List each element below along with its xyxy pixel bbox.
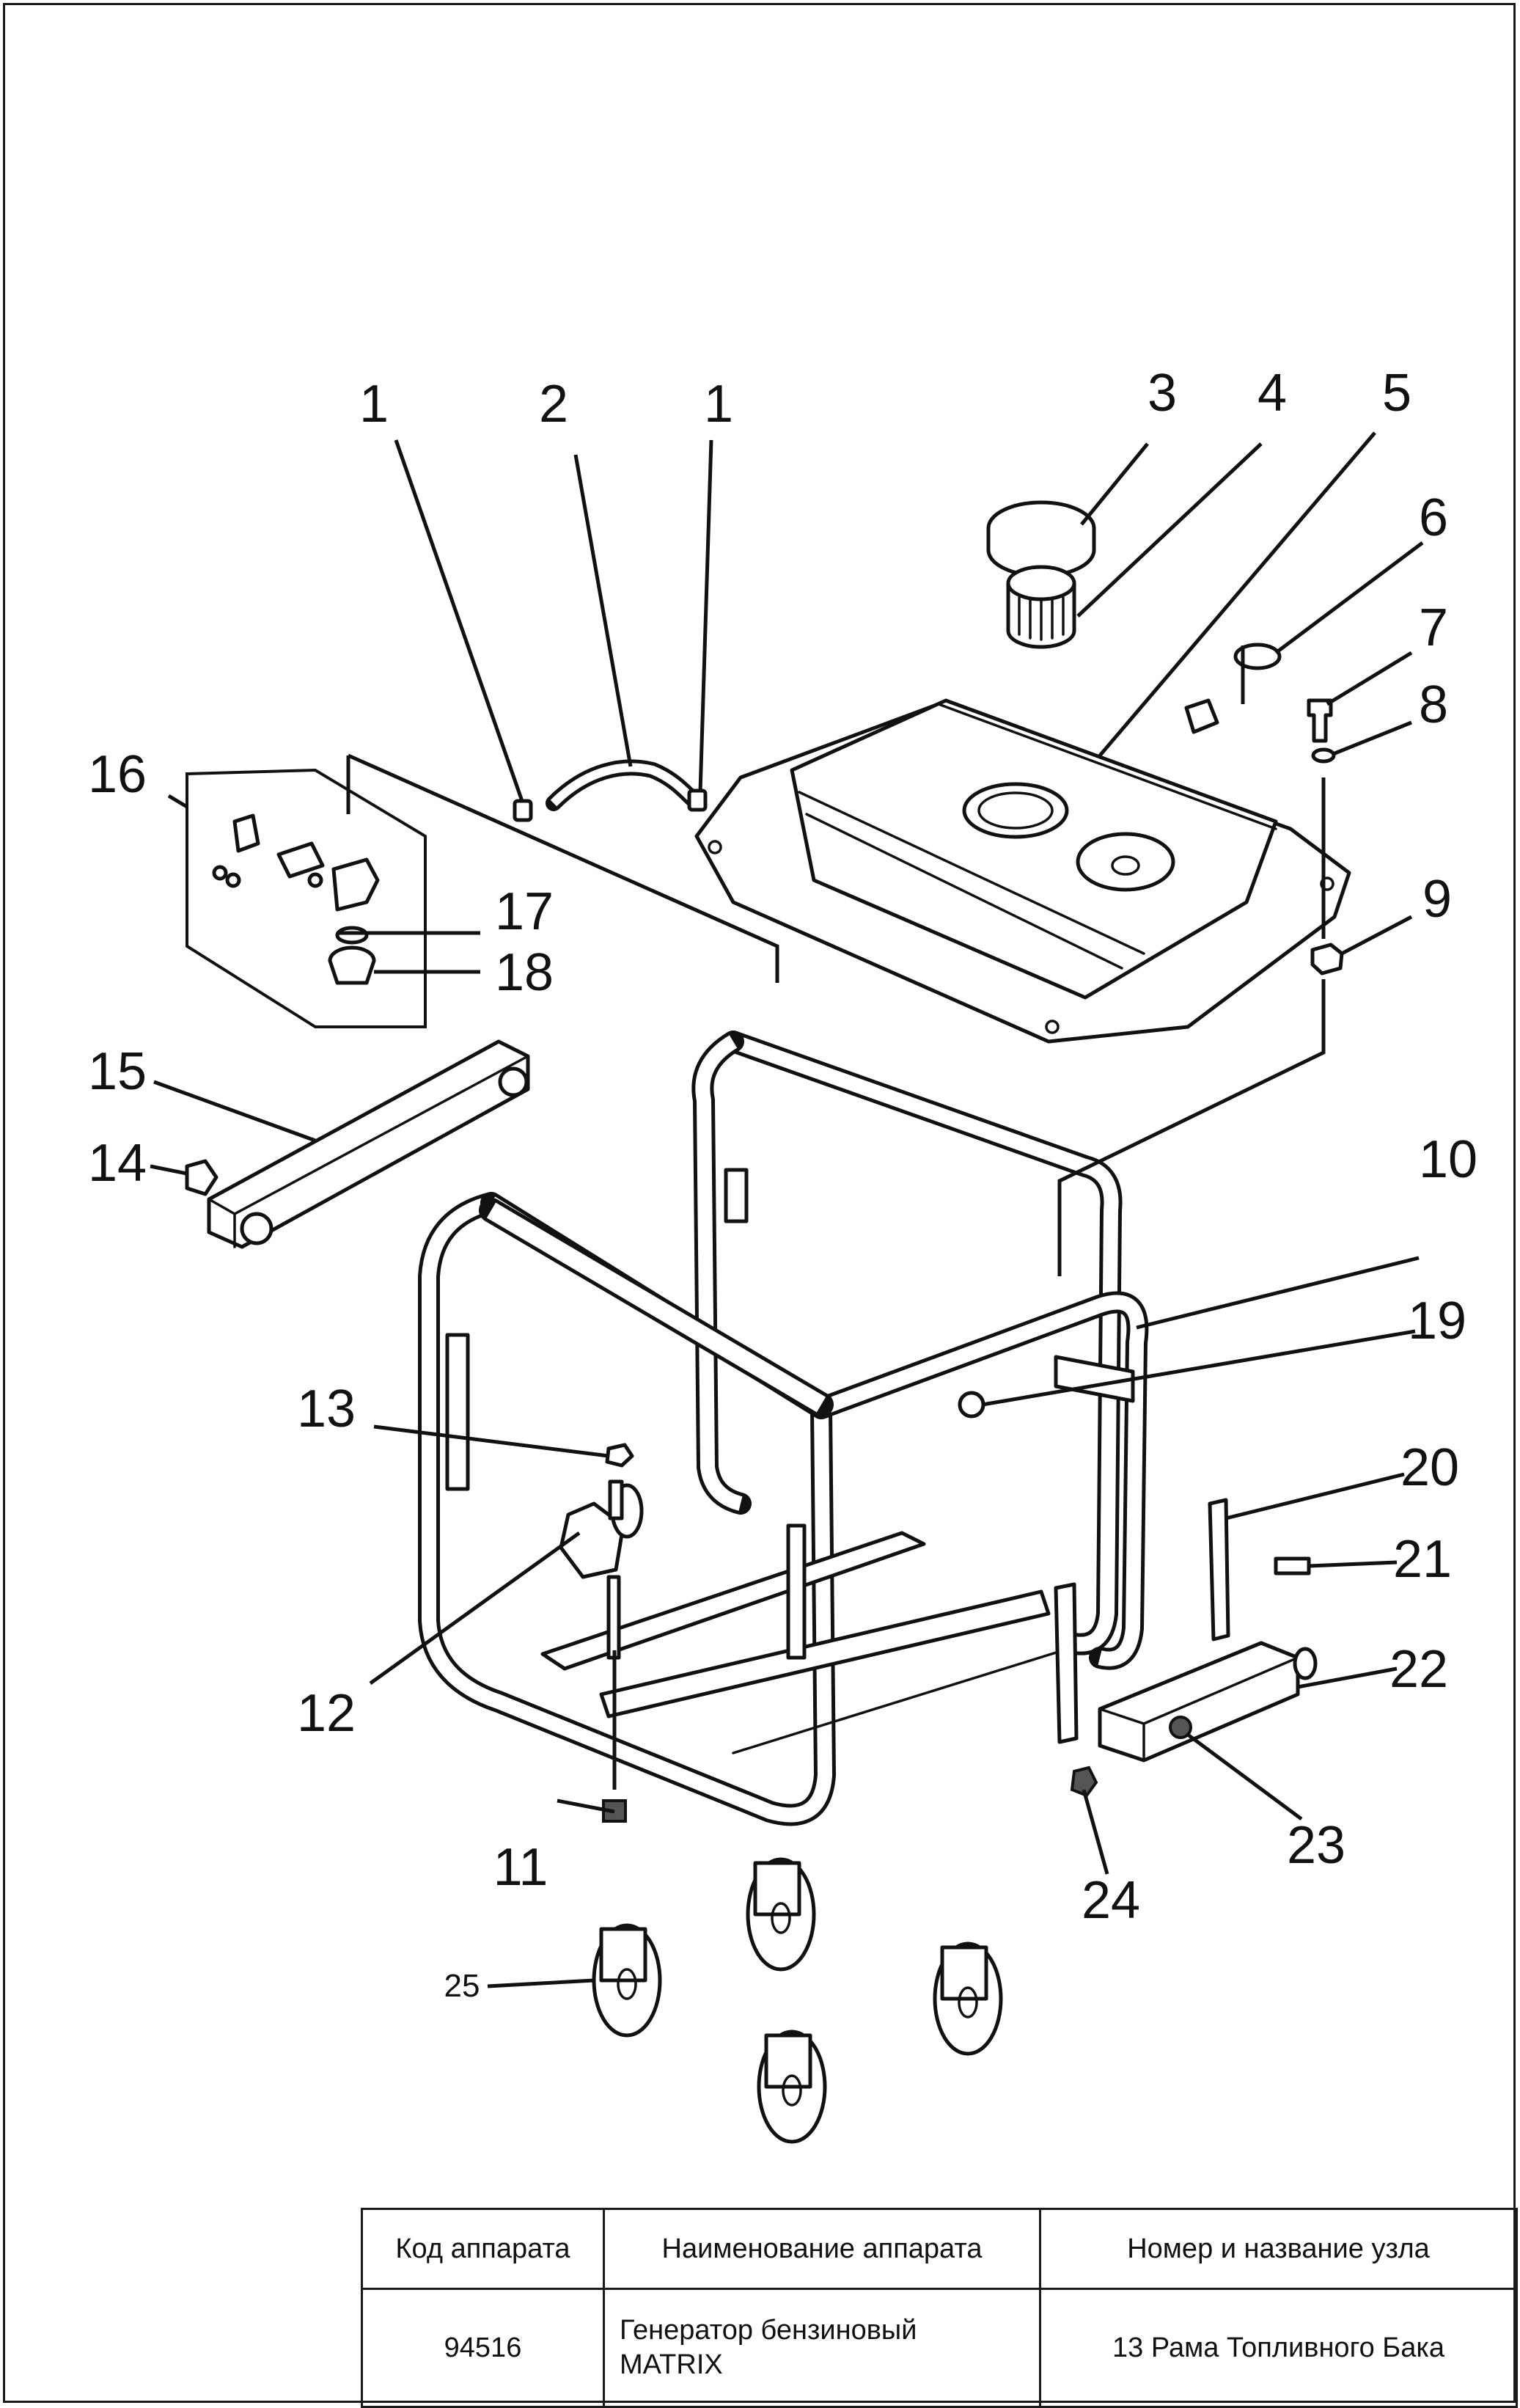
wheel-2 [592, 1923, 662, 2038]
fuel-cap [986, 500, 1096, 578]
callout-6: 6 [1419, 488, 1448, 547]
wheel-3 [933, 1942, 1003, 2056]
cross-bar [207, 1039, 530, 1249]
tank-washer [1311, 747, 1336, 764]
callout-25: 25 [444, 1968, 480, 2004]
fuel-valve-group [186, 768, 427, 1028]
assembly-line-tank-bolt [1057, 777, 1326, 1276]
wheel-4 [757, 2030, 827, 2144]
device-name-line2: MATRIX [620, 2349, 723, 2380]
callout-17: 17 [495, 882, 554, 941]
fuel-tank [694, 698, 1351, 1044]
main-frame [418, 1031, 1149, 1826]
callout-10: 10 [1419, 1130, 1477, 1189]
callout-7: 7 [1419, 599, 1448, 657]
callout-20: 20 [1400, 1438, 1459, 1497]
callout-5: 5 [1382, 364, 1411, 422]
header-device-code: Код аппарата [361, 2208, 605, 2290]
callout-16: 16 [88, 745, 147, 804]
tank-nut [1310, 943, 1344, 976]
exploded-parts-diagram: 1 2 1 3 4 5 6 7 8 9 10 11 12 13 14 15 16… [88, 364, 1477, 2144]
info-table-header-row: Код аппарата Наименование аппарата Номер… [361, 2208, 1518, 2290]
frame-bracket-left [445, 1333, 470, 1491]
crossbar-bolt [185, 1159, 219, 1196]
assembly-line-valve [346, 753, 779, 983]
callout-3: 3 [1148, 364, 1177, 422]
fuel-hose [546, 759, 701, 811]
callout-19: 19 [1408, 1292, 1466, 1350]
wheel-1 [746, 1857, 816, 1972]
hose-clamp-right [687, 788, 708, 812]
battery-bolt [1274, 1556, 1311, 1576]
mount-nut [605, 1443, 634, 1468]
node-name: 13 Рама Топливного Бака [1039, 2288, 1518, 2408]
info-table-value-row: 94516 Генератор бензиновый MATRIX 13 Рам… [361, 2288, 1518, 2408]
callout-4: 4 [1258, 364, 1287, 422]
callout-18: 18 [495, 943, 554, 1002]
device-code: 94516 [361, 2288, 605, 2408]
callout-leaders [150, 431, 1424, 1988]
callout-15: 15 [88, 1042, 147, 1101]
callout-22: 22 [1389, 1640, 1448, 1699]
info-table: Код аппарата Наименование аппарата Номер… [361, 2208, 1518, 2408]
callout-14: 14 [88, 1134, 147, 1193]
callout-21: 21 [1393, 1530, 1452, 1589]
callout-12: 12 [297, 1684, 356, 1743]
callout-8: 8 [1419, 676, 1448, 734]
header-device-name: Наименование аппарата [603, 2208, 1041, 2290]
callout-1-left: 1 [359, 375, 389, 433]
device-name: Генератор бензиновый MATRIX [603, 2288, 1041, 2408]
battery-side-nut [1070, 1765, 1098, 1798]
battery-tray-nut [1169, 1716, 1192, 1739]
hose-clamp-left [513, 799, 533, 822]
callout-24: 24 [1082, 1871, 1140, 1930]
callout-23: 23 [1287, 1816, 1345, 1875]
callout-11: 11 [493, 1838, 548, 1897]
tank-bolt [1307, 698, 1333, 743]
fuel-gauge [1184, 643, 1282, 734]
callout-2: 2 [539, 375, 568, 433]
frame-bracket-rear [724, 1168, 749, 1223]
battery-bracket [1054, 1498, 1318, 1763]
header-node-name: Номер и название узла [1039, 2208, 1518, 2290]
callout-13: 13 [297, 1380, 356, 1438]
fuel-filter [1006, 565, 1076, 649]
callout-1-right: 1 [704, 375, 733, 433]
device-name-line1: Генератор бензиновый [620, 2314, 917, 2346]
callout-9: 9 [1422, 870, 1452, 929]
